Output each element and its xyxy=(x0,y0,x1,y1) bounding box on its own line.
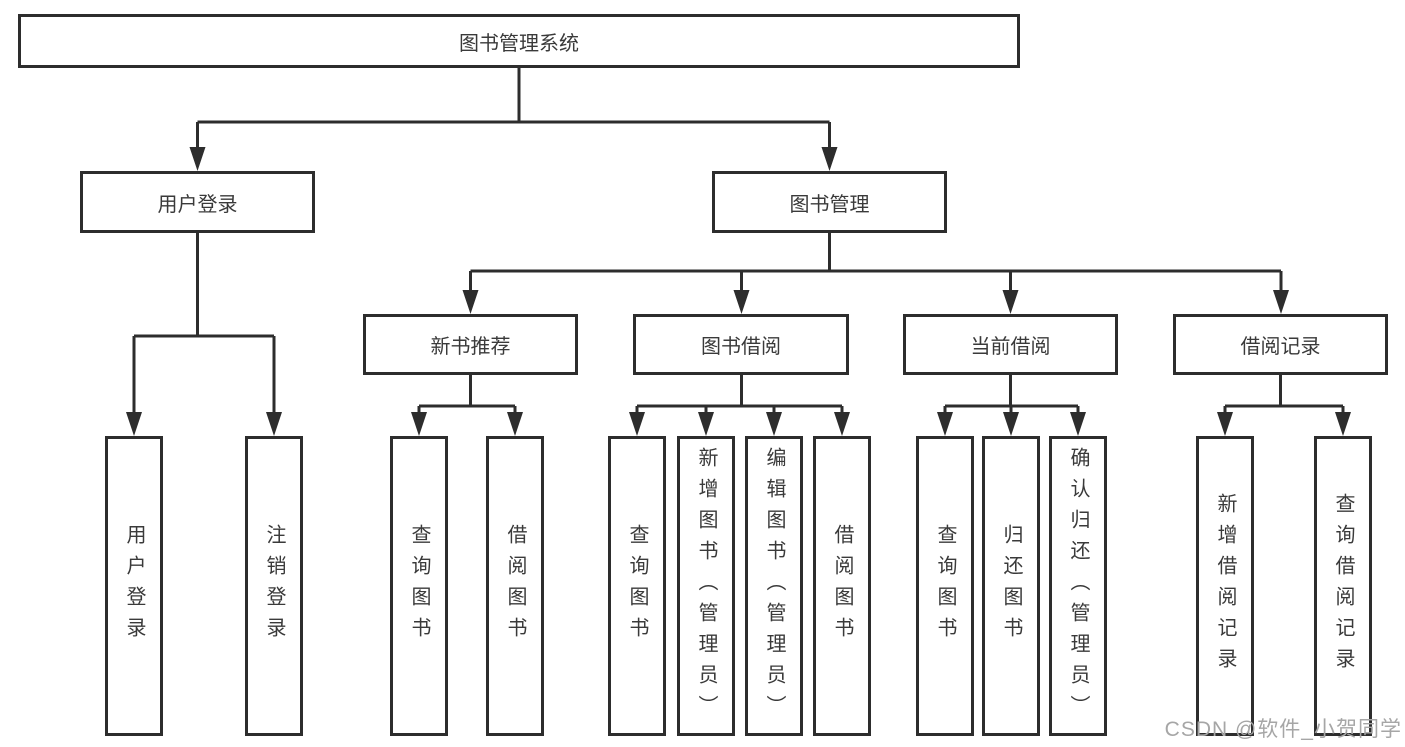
node-library-system-label: 图书管理系统 xyxy=(459,32,579,55)
node-user-login: 用户登录 xyxy=(80,171,315,233)
node-borrow-records-label: 借阅记录 xyxy=(1240,336,1321,358)
leaf-confirm-return-admin-label: 确认归还（管理员） xyxy=(1067,446,1089,726)
node-book-borrow: 图书借阅 xyxy=(633,314,849,375)
node-book-management-label: 图书管理 xyxy=(789,193,870,216)
leaf-query-borrow-record: 查询借阅记录 xyxy=(1314,436,1372,736)
leaf-user-login: 用户登录 xyxy=(105,436,163,736)
node-user-login-label: 用户登录 xyxy=(157,193,238,216)
leaf-query-books-current-label: 查询图书 xyxy=(934,524,956,648)
node-new-book-recommend-label: 新书推荐 xyxy=(430,336,511,358)
leaf-query-books-newbook: 查询图书 xyxy=(390,436,448,736)
leaf-query-books-borrow: 查询图书 xyxy=(608,436,666,736)
leaf-borrow-books-borrow: 借阅图书 xyxy=(813,436,871,736)
node-library-system: 图书管理系统 xyxy=(18,14,1020,68)
csdn-watermark: CSDN @软件_小贺同学 xyxy=(1164,718,1402,741)
node-book-borrow-label: 图书借阅 xyxy=(701,336,781,358)
leaf-edit-book-admin: 编辑图书（管理员） xyxy=(745,436,803,736)
node-current-borrow-label: 当前借阅 xyxy=(970,336,1051,358)
leaf-return-books: 归还图书 xyxy=(982,436,1040,736)
leaf-query-books-current: 查询图书 xyxy=(916,436,974,736)
leaf-logout-login-label: 注销登录 xyxy=(263,524,285,648)
node-book-management: 图书管理 xyxy=(712,171,947,233)
leaf-logout-login: 注销登录 xyxy=(245,436,303,736)
node-new-book-recommend: 新书推荐 xyxy=(363,314,578,375)
leaf-add-borrow-record-label: 新增借阅记录 xyxy=(1214,493,1236,679)
leaf-return-books-label: 归还图书 xyxy=(1000,524,1022,648)
leaf-confirm-return-admin: 确认归还（管理员） xyxy=(1049,436,1107,736)
leaf-borrow-books-newbook: 借阅图书 xyxy=(486,436,544,736)
leaf-user-login-label: 用户登录 xyxy=(123,524,145,648)
arrowheads xyxy=(126,147,1351,436)
leaf-add-borrow-record: 新增借阅记录 xyxy=(1196,436,1254,736)
leaf-query-borrow-record-label: 查询借阅记录 xyxy=(1332,493,1354,679)
leaf-borrow-books-newbook-label: 借阅图书 xyxy=(504,524,526,648)
leaf-add-book-admin-label: 新增图书（管理员） xyxy=(695,446,717,726)
node-current-borrow: 当前借阅 xyxy=(903,314,1118,375)
leaf-borrow-books-borrow-label: 借阅图书 xyxy=(831,524,853,648)
leaf-query-books-newbook-label: 查询图书 xyxy=(408,524,430,648)
leaf-query-books-borrow-label: 查询图书 xyxy=(626,524,648,648)
node-borrow-records: 借阅记录 xyxy=(1173,314,1388,375)
leaf-edit-book-admin-label: 编辑图书（管理员） xyxy=(763,446,785,726)
leaf-add-book-admin: 新增图书（管理员） xyxy=(677,436,735,736)
